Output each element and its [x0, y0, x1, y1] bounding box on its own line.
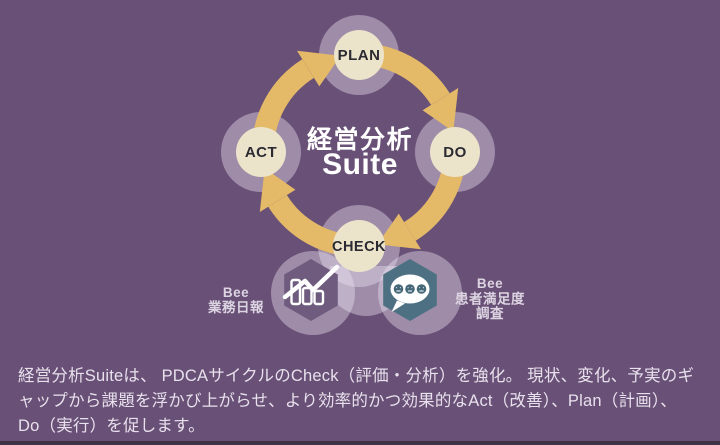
do-label: DO — [443, 144, 467, 161]
daily-report-label-line1: Bee — [223, 285, 249, 300]
suite-title-en: Suite — [322, 148, 398, 181]
survey-label-line3: 調査 — [476, 305, 504, 321]
act-label: ACT — [245, 144, 277, 161]
caption: 経営分析Suiteは、 PDCAサイクルのCheck（評価・分析）を強化。 現状… — [0, 362, 720, 439]
arrowhead-act-to-plan — [297, 50, 341, 87]
check-node — [333, 220, 385, 272]
plan-node — [334, 30, 384, 80]
check-label: CHECK — [332, 239, 386, 255]
arrowhead-do-to-check — [377, 213, 421, 250]
survey-label-line1: Bee — [477, 276, 503, 291]
act-node — [236, 127, 286, 177]
plan-label: PLAN — [338, 47, 381, 64]
arrowhead-check-to-act — [259, 168, 296, 212]
cycle-nodes: PLAN DO CHECK ACT — [236, 30, 480, 272]
do-node — [430, 127, 480, 177]
arrowhead-plan-to-do — [422, 88, 459, 132]
caption-text: 経営分析Suiteは、 PDCAサイクルのCheck（評価・分析）を強化。 現状… — [18, 367, 695, 435]
suite-title: 経営分析 Suite — [307, 125, 413, 181]
suite-title-jp: 経営分析 — [307, 125, 413, 154]
chat-bubble-faces-icon — [390, 274, 430, 312]
bottom-edge-strip — [0, 441, 720, 445]
pdca-cycle-svg: PLAN DO CHECK ACT 経営分析 Suite Bee 業務日報 — [207, 15, 525, 335]
bar-chart-trend-icon — [282, 264, 340, 306]
survey-label-line2: 患者満足度 — [455, 291, 525, 307]
survey-product: Bee 患者満足度 調査 — [383, 259, 525, 321]
daily-report-product: Bee 業務日報 — [207, 259, 340, 321]
daily-report-label-line2: 業務日報 — [207, 299, 264, 315]
